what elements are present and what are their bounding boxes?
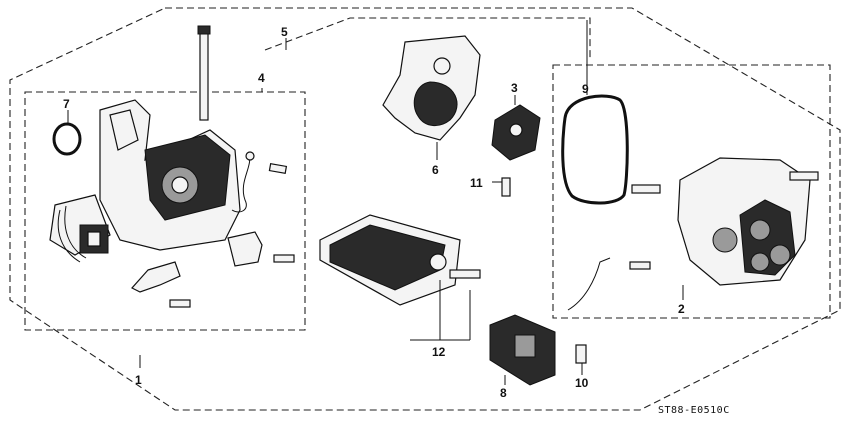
callout-7: 7 — [63, 97, 70, 111]
bolt-11 — [501, 177, 511, 197]
ground-wire — [567, 257, 611, 311]
bracket — [227, 231, 263, 267]
ignition-coil-module — [319, 214, 481, 306]
distributor-housing — [49, 25, 241, 263]
callout-4: 4 — [258, 71, 265, 85]
callout-8: 8 — [500, 386, 507, 400]
wire-harness — [231, 151, 288, 213]
clamp — [131, 261, 181, 293]
screw-10 — [575, 344, 587, 364]
wire-screw — [629, 261, 651, 270]
callout-12: 12 — [432, 345, 446, 359]
clamp-screw — [169, 299, 191, 308]
callout-1: 1 — [135, 373, 142, 387]
callout-11: 11 — [470, 176, 483, 190]
assembly-boundary-4 — [24, 91, 306, 331]
gasket — [561, 94, 629, 205]
callout-6: 6 — [432, 163, 439, 177]
callout-9: 9 — [582, 82, 589, 96]
callout-5: 5 — [281, 25, 288, 39]
assembly-boundary-1 — [9, 7, 841, 411]
distributor-cap — [631, 157, 819, 286]
drawing-code: ST88-E0510C — [658, 405, 730, 416]
callout-10: 10 — [575, 376, 589, 390]
rotor-housing-cover — [382, 35, 481, 141]
igniter-module — [489, 314, 556, 386]
leader-lines — [67, 20, 684, 385]
o-ring — [52, 122, 82, 156]
rotor — [491, 104, 541, 161]
callout-3: 3 — [511, 81, 518, 95]
callout-2: 2 — [678, 302, 685, 316]
assembly-boundary-5 — [264, 17, 591, 60]
small-screw — [273, 254, 295, 263]
assembly-boundary-2 — [552, 64, 831, 319]
